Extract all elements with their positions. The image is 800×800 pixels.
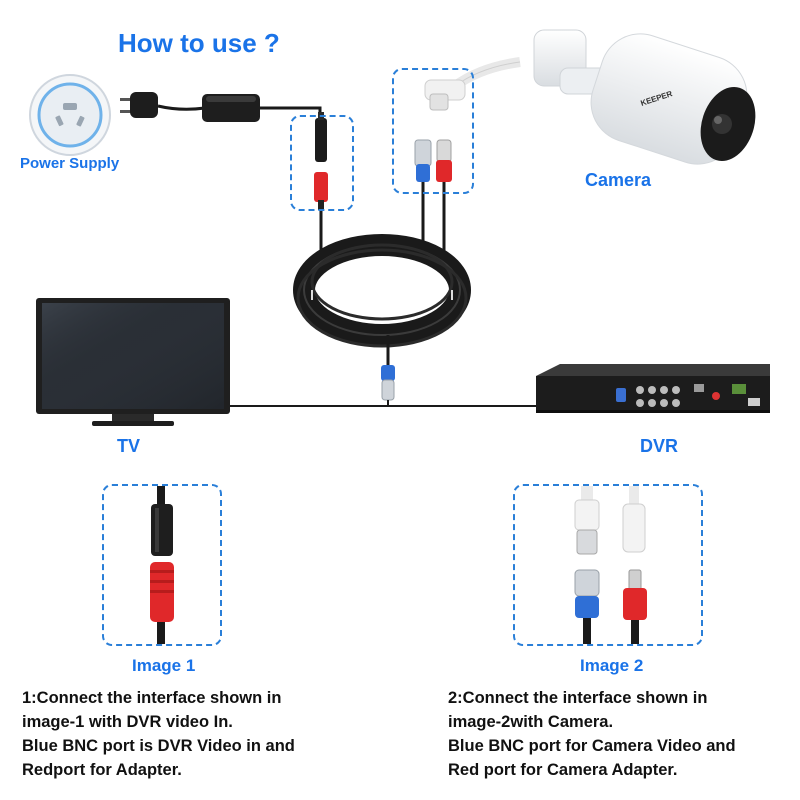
instructions-right: 2:Connect the interface shown in image-2… xyxy=(448,686,736,782)
instructions-left: 1:Connect the interface shown in image-1… xyxy=(22,686,295,782)
dc-red-connector xyxy=(436,139,452,182)
tv-icon xyxy=(36,298,230,426)
dc-female-red-connector xyxy=(314,172,328,210)
tv-label: TV xyxy=(117,436,141,456)
cable-coil xyxy=(293,234,471,348)
dvr-icon xyxy=(536,364,770,413)
coil-bnc-connector xyxy=(381,365,395,401)
camera-label: Camera xyxy=(585,170,652,190)
instruction-line: image-1 with DVR video In. xyxy=(22,713,233,731)
instruction-line: image-2with Camera. xyxy=(448,713,614,731)
power-adapter-icon xyxy=(202,94,260,122)
instruction-line: Blue BNC port for Camera Video and xyxy=(448,737,736,755)
power-outlet-icon xyxy=(29,74,111,156)
instruction-line: 2:Connect the interface shown in xyxy=(448,689,708,707)
power-supply-label: Power Supply xyxy=(20,155,120,172)
power-plug-icon xyxy=(120,92,158,118)
instruction-line: 1:Connect the interface shown in xyxy=(22,689,282,707)
camera-pigtail-connectors xyxy=(424,57,521,111)
image2-box xyxy=(513,484,703,646)
instruction-line: Red port for Camera Adapter. xyxy=(448,761,678,779)
dc-plug-closeup xyxy=(150,486,174,644)
camera-connectors-closeup xyxy=(574,486,647,644)
image1-caption: Image 1 xyxy=(132,656,196,675)
image1-box xyxy=(102,484,222,646)
page-title: How to use ? xyxy=(118,28,280,58)
instruction-line: Blue BNC port is DVR Video in and xyxy=(22,737,295,755)
camera-icon xyxy=(533,29,756,165)
dvr-label: DVR xyxy=(640,436,679,456)
bnc-blue-connector xyxy=(414,139,432,182)
dc-connector-highlight xyxy=(290,115,354,211)
camera-connector-highlight xyxy=(392,68,474,194)
image2-caption: Image 2 xyxy=(580,656,644,675)
instruction-line: Redport for Adapter. xyxy=(22,761,182,779)
